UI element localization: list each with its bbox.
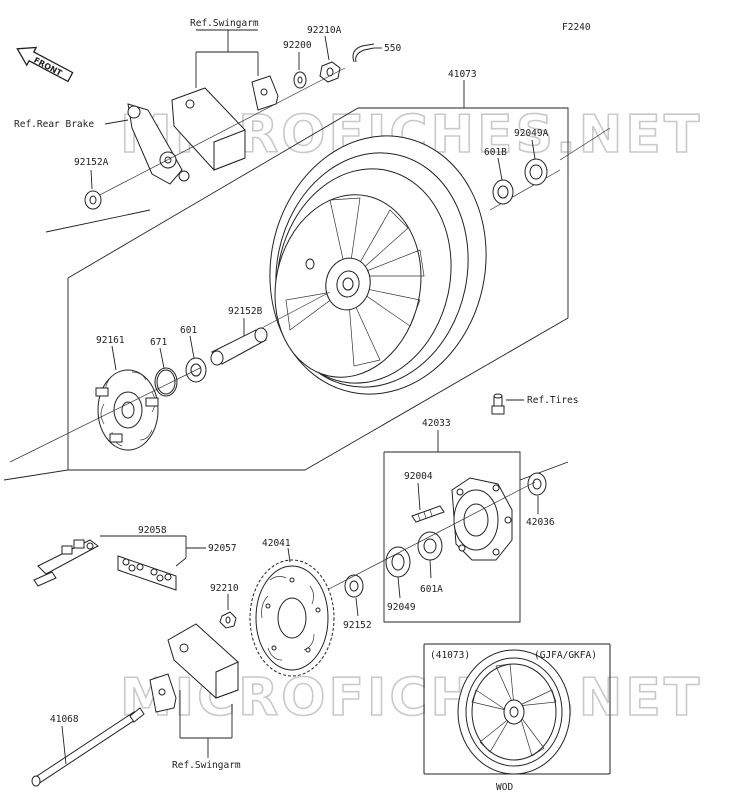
- inset-caption: WOD: [496, 782, 513, 793]
- swingarm-end-top: [171, 87, 246, 171]
- label-92058: 92058: [138, 525, 167, 536]
- label-92057: 92057: [208, 543, 237, 554]
- label-42033: 42033: [422, 418, 451, 429]
- label-42041: 42041: [262, 538, 291, 549]
- label-92049: 92049: [387, 602, 416, 613]
- front-arrow-icon: FRONT: [16, 46, 74, 83]
- bearing-601B: [492, 179, 514, 205]
- collar-92152B: [210, 327, 268, 366]
- collar-92152: [344, 574, 364, 598]
- label-92200: 92200: [283, 40, 312, 51]
- label-601: 601: [180, 325, 197, 336]
- label-ref-swingarm-top: Ref.Swingarm: [190, 18, 259, 29]
- label-601B: 601B: [484, 147, 507, 158]
- label-92152B: 92152B: [228, 306, 263, 317]
- swingarm-end-bottom: [167, 623, 239, 699]
- inset-variant: (GJFA/GKFA): [534, 650, 597, 661]
- stud-92004: [411, 505, 445, 523]
- valve-stem: [491, 393, 505, 415]
- label-550: 550: [384, 43, 401, 54]
- label-92210: 92210: [210, 583, 239, 594]
- rear-wheel-41073: [269, 135, 487, 395]
- washer-92200: [293, 71, 307, 89]
- collar-42036: [527, 472, 547, 496]
- rear-axle-41068: [31, 707, 145, 787]
- inset-ref: (41073): [430, 650, 470, 661]
- label-92152A: 92152A: [74, 157, 109, 168]
- ref-swingarm-top-bracket: [195, 29, 259, 88]
- drive-chain-92057: [117, 555, 177, 591]
- label-ref-tires: Ref.Tires: [527, 395, 578, 406]
- label-92161: 92161: [96, 335, 125, 346]
- chain-joint-link-92058: [33, 539, 99, 587]
- label-92152: 92152: [343, 620, 372, 631]
- oil-seal-92049A: [524, 158, 548, 186]
- label-ref-rear-brake: Ref.Rear Brake: [14, 119, 94, 130]
- sprocket-hub-frame: [383, 430, 569, 623]
- chain-adjuster-top: [251, 75, 279, 111]
- bearing-601A: [417, 531, 443, 561]
- sprocket-hub-42033: [451, 477, 513, 561]
- label-41068: 41068: [50, 714, 79, 725]
- rear-sprocket-42041: [249, 559, 335, 677]
- label-601A: 601A: [420, 584, 443, 595]
- ref-swingarm-bottom-bracket: [179, 690, 233, 758]
- label-ref-swingarm-bottom: Ref.Swingarm: [172, 760, 241, 771]
- label-671: 671: [150, 337, 167, 348]
- inset-variant-box: [423, 643, 611, 775]
- nut-92210: [219, 611, 237, 629]
- collar-92152A: [84, 190, 102, 210]
- label-42036: 42036: [526, 517, 555, 528]
- chain-adjuster-bottom: [149, 673, 177, 713]
- wheel-assembly-frame: [3, 80, 569, 481]
- label-92049A: 92049A: [514, 128, 549, 139]
- damper-92161: [95, 369, 159, 451]
- oil-seal-92049: [385, 546, 411, 578]
- label-92210A: 92210A: [307, 25, 342, 36]
- label-41073: 41073: [448, 69, 477, 80]
- o-ring-671: [154, 367, 178, 397]
- cotter-pin-550: [352, 43, 375, 63]
- diagram-code: F2240: [562, 22, 591, 33]
- label-92004: 92004: [404, 471, 433, 482]
